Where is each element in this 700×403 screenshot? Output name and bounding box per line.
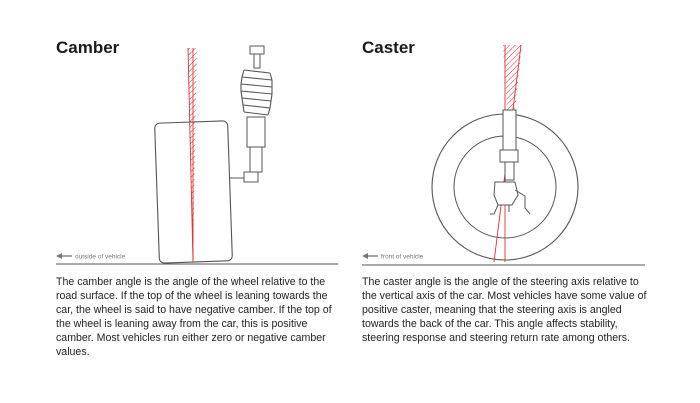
camber-wheel-axis [187,47,194,263]
camber-title: Camber [56,38,120,57]
caster-diagram: front of vehicle [362,44,645,266]
camber-coil-spring [240,69,273,116]
caster-title: Caster [362,38,415,57]
camber-direction-label: outside of vehicle [75,254,126,261]
caster-direction-label: front of vehicle [381,254,424,261]
caster-strut [490,109,531,215]
caster-direction-arrow [362,253,378,259]
caster-panel: Caster The caster angle is the angle of … [350,0,700,403]
camber-direction-arrow [56,253,72,259]
camber-angle-wedge [188,48,197,262]
camber-strut [230,45,273,183]
camber-description: The camber angle is the angle of the whe… [56,276,332,358]
camber-panel: Camber The camber angle is the angle of … [56,38,332,358]
camber-diagram: outside of vehicle [56,45,338,265]
caster-angle-wedge [503,45,522,110]
caster-description: The caster angle is the angle of the ste… [362,276,647,344]
